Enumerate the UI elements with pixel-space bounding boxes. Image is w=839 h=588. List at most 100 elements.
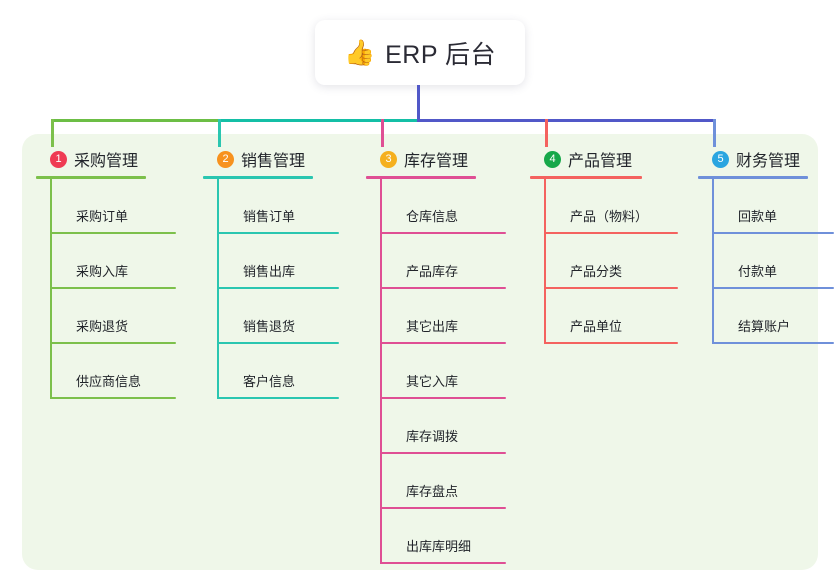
- branch-spine: [544, 179, 546, 344]
- leaf-node[interactable]: 其它入库: [380, 344, 506, 399]
- leaf-node[interactable]: 产品（物料）: [544, 179, 678, 234]
- root-node-erp-backend[interactable]: 👍 ERP 后台: [315, 20, 525, 85]
- branch-header-4[interactable]: 4 产品管理: [530, 147, 642, 171]
- connector-bus-segment-right: [417, 119, 716, 122]
- leaf-label: 采购入库: [76, 264, 129, 279]
- leaf-node[interactable]: 其它出库: [380, 289, 506, 344]
- leaf-underline: [380, 232, 506, 234]
- branch-label: 产品管理: [568, 153, 633, 170]
- leaf-underline: [50, 287, 176, 289]
- leaf-label: 其它出库: [406, 319, 459, 334]
- branch-column-1: 1 采购管理采购订单采购入库采购退货供应商信息: [36, 147, 176, 399]
- leaf-underline: [50, 232, 176, 234]
- leaf-node[interactable]: 客户信息: [217, 344, 339, 399]
- branch-column-4: 4 产品管理产品（物料） 产品分类产品单位: [530, 147, 678, 344]
- leaf-label: 产品分类: [570, 264, 623, 279]
- branch-underline: [366, 176, 476, 179]
- leaf-node[interactable]: 销售出库: [217, 234, 339, 289]
- diagram-background-panel: [22, 134, 818, 570]
- leaf-node[interactable]: 采购订单: [50, 179, 176, 234]
- leaf-node[interactable]: 库存调拨: [380, 399, 506, 454]
- leaf-label: 回款单: [738, 209, 778, 224]
- leaf-node[interactable]: 结算账户: [712, 289, 834, 344]
- branch-number-badge: 2: [217, 150, 234, 168]
- leaf-node[interactable]: 库存盘点: [380, 454, 506, 509]
- leaf-node[interactable]: 产品单位: [544, 289, 678, 344]
- leaf-underline: [544, 342, 678, 344]
- leaf-node[interactable]: 销售订单: [217, 179, 339, 234]
- branch-spine: [217, 179, 219, 399]
- branch-children-2: 销售订单销售出库销售退货客户信息: [217, 179, 339, 399]
- branch-children-5: 回款单付款单结算账户: [712, 179, 834, 344]
- leaf-node[interactable]: 仓库信息: [380, 179, 506, 234]
- leaf-label: 供应商信息: [76, 374, 142, 389]
- leaf-underline: [380, 342, 506, 344]
- branch-spine: [50, 179, 52, 399]
- branch-number-badge: 3: [380, 150, 397, 168]
- leaf-label: 结算账户: [738, 319, 791, 334]
- leaf-node[interactable]: 产品分类: [544, 234, 678, 289]
- leaf-underline: [50, 397, 176, 399]
- leaf-node[interactable]: 付款单: [712, 234, 834, 289]
- connector-drop-4: [545, 119, 548, 147]
- leaf-label: 库存调拨: [406, 429, 459, 444]
- branch-children-4: 产品（物料） 产品分类产品单位: [544, 179, 678, 344]
- leaf-label: 产品单位: [570, 319, 623, 334]
- leaf-underline: [380, 507, 506, 509]
- leaf-node[interactable]: 采购退货: [50, 289, 176, 344]
- leaf-node[interactable]: 回款单: [712, 179, 834, 234]
- branch-label: 库存管理: [404, 153, 469, 170]
- leaf-node[interactable]: 销售退货: [217, 289, 339, 344]
- leaf-label: 客户信息: [243, 374, 296, 389]
- branch-children-3: 仓库信息产品库存其它出库其它入库库存调拨库存盘点出库库明细: [380, 179, 506, 564]
- branch-column-5: 5 财务管理回款单付款单结算账户: [698, 147, 834, 344]
- connector-drop-1: [51, 119, 54, 147]
- branch-header-3[interactable]: 3 库存管理: [366, 147, 476, 171]
- leaf-node[interactable]: 采购入库: [50, 234, 176, 289]
- connector-drop-3: [381, 119, 384, 147]
- branch-label: 采购管理: [74, 153, 139, 170]
- branch-label: 财务管理: [736, 153, 801, 170]
- root-node-title: ERP 后台: [385, 40, 497, 69]
- branch-underline: [698, 176, 808, 179]
- leaf-label: 产品库存: [406, 264, 459, 279]
- branch-underline: [36, 176, 146, 179]
- leaf-label: 销售出库: [243, 264, 296, 279]
- leaf-underline: [712, 287, 834, 289]
- branch-number-badge: 5: [712, 150, 729, 168]
- branch-number-badge: 1: [50, 150, 67, 168]
- branch-number-badge: 4: [544, 150, 561, 168]
- leaf-label: 销售订单: [243, 209, 296, 224]
- leaf-label: 库存盘点: [406, 484, 459, 499]
- branch-spine: [380, 179, 382, 564]
- leaf-label: 其它入库: [406, 374, 459, 389]
- branch-header-1[interactable]: 1 采购管理: [36, 147, 146, 171]
- leaf-label: 产品（物料）: [570, 209, 649, 224]
- leaf-underline: [544, 287, 678, 289]
- leaf-node[interactable]: 产品库存: [380, 234, 506, 289]
- leaf-node[interactable]: 出库库明细: [380, 509, 506, 564]
- connector-bus-segment-left: [51, 119, 218, 122]
- leaf-underline: [380, 452, 506, 454]
- leaf-underline: [380, 397, 506, 399]
- leaf-underline: [712, 232, 834, 234]
- leaf-underline: [380, 287, 506, 289]
- leaf-node[interactable]: 供应商信息: [50, 344, 176, 399]
- connector-root-stem: [417, 85, 420, 122]
- leaf-label: 采购退货: [76, 319, 129, 334]
- leaf-label: 付款单: [738, 264, 778, 279]
- branch-spine: [712, 179, 714, 344]
- leaf-underline: [217, 342, 339, 344]
- branch-header-5[interactable]: 5 财务管理: [698, 147, 808, 171]
- leaf-underline: [50, 342, 176, 344]
- leaf-underline: [380, 562, 506, 564]
- leaf-label: 出库库明细: [406, 539, 472, 554]
- branch-column-3: 3 库存管理仓库信息产品库存其它出库其它入库库存调拨库存盘点出库库明细: [366, 147, 506, 564]
- branch-underline: [203, 176, 313, 179]
- leaf-label: 销售退货: [243, 319, 296, 334]
- connector-drop-2: [218, 119, 221, 147]
- leaf-underline: [712, 342, 834, 344]
